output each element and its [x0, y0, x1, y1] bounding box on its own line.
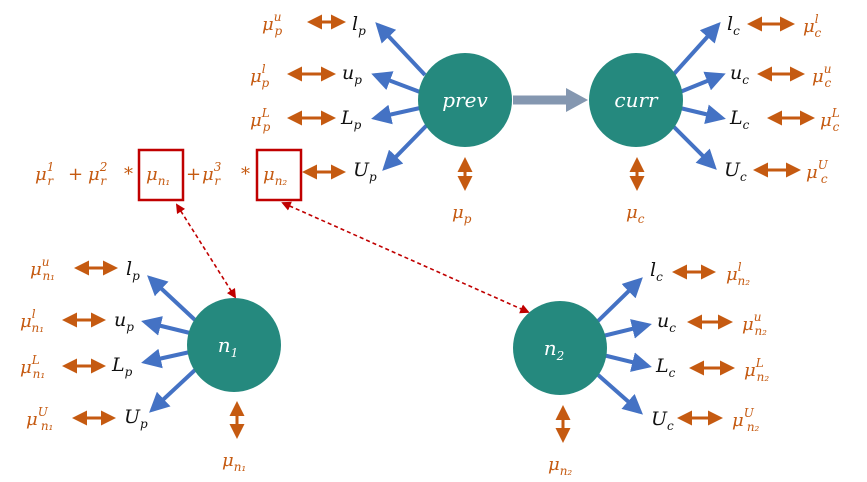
formula-times-2: *	[241, 164, 250, 185]
prev-arrow-lp	[375, 22, 427, 77]
prev-to-curr-arrowhead	[566, 88, 588, 112]
formula-times-1: *	[124, 164, 133, 185]
curr-arrow-Lc	[679, 104, 726, 125]
prev-label-Lp: Lp	[340, 107, 362, 132]
n2-node	[513, 301, 607, 395]
formula-box-2-text: μn₂	[263, 164, 287, 188]
formula-plus-2: +	[186, 164, 201, 185]
n1-node-label: n1	[218, 333, 239, 360]
prev-label-Up: Up	[353, 159, 377, 184]
prev-node	[418, 53, 512, 147]
curr-arrow-lc	[671, 22, 721, 77]
n1-arrow-Lp	[141, 348, 191, 369]
prev-mu-self: μp	[452, 202, 472, 226]
prev-node-label: prev	[442, 88, 488, 112]
n2-node-label: n2	[544, 336, 565, 363]
n1-arrow-Up	[149, 368, 197, 413]
prev-label-up: up	[342, 62, 362, 87]
n2-mu-self: μn₂	[548, 454, 572, 478]
n2-arrow-Uc	[595, 372, 643, 415]
prev-label-lp: lp	[352, 13, 366, 38]
curr-node-label: curr	[614, 88, 659, 112]
n1-arrow-lp	[147, 275, 197, 322]
n2-label-uc: uc	[657, 310, 676, 335]
n1-node	[187, 298, 281, 392]
curr-label-Uc: Uc	[724, 159, 747, 184]
dashed-link-n1	[175, 203, 237, 299]
curr-arrow-Uc	[670, 123, 717, 170]
n2-label-Lc: Lc	[655, 355, 676, 380]
n1-label-up: up	[114, 309, 134, 334]
n1-label-Lp: Lp	[111, 354, 133, 379]
prev-arrow-Up	[382, 123, 429, 171]
n1-label-lp: lp	[126, 258, 140, 283]
curr-arrow-uc	[679, 71, 726, 94]
formula-box-1-text: μn₁	[146, 164, 170, 188]
dashed-link-n2	[281, 201, 530, 314]
n2-arrow-Lc	[602, 352, 652, 372]
n1-mu-self: μn₁	[222, 450, 246, 474]
n2-label-Uc: Uc	[651, 408, 674, 433]
curr-label-lc: lc	[727, 13, 740, 38]
curr-node	[589, 53, 683, 147]
formula-plus-1: +	[68, 164, 83, 185]
formula-box-2	[255, 148, 303, 202]
prev-arrow-Lp	[371, 104, 421, 125]
n2-label-lc: lc	[650, 259, 663, 284]
n2-arrow-uc	[602, 319, 652, 339]
curr-mu-self: μc	[626, 202, 645, 226]
n1-arrow-up	[141, 316, 191, 336]
n2-arrow-lc	[595, 277, 643, 324]
curr-label-Lc: Lc	[729, 107, 750, 132]
formula-box-1	[137, 148, 185, 202]
curr-label-uc: uc	[730, 62, 749, 87]
n1-label-Up: Up	[124, 406, 148, 431]
prev-arrow-up	[371, 71, 421, 94]
